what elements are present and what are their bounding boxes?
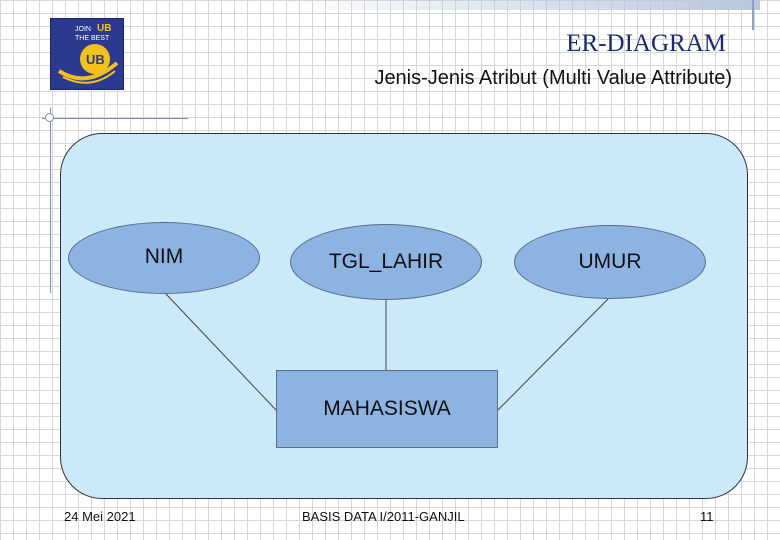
attribute-nim-label: NIM <box>144 245 184 268</box>
footer-date: 24 Mei 2021 <box>64 509 136 524</box>
attribute-tgl-lahir: TGL_LAHIR <box>290 224 482 300</box>
logo-mark: UB <box>86 52 105 67</box>
header-divider-line <box>752 0 754 30</box>
attribute-umur: UMUR <box>514 225 706 299</box>
decorative-horizontal-line <box>42 118 188 119</box>
decorative-vertical-line <box>50 108 51 293</box>
entity-mahasiswa: MAHASISWA <box>276 370 498 448</box>
logo-text-join: JOIN <box>75 26 91 33</box>
footer-page-number: 11 <box>700 509 714 524</box>
attribute-umur-label: UMUR <box>578 250 642 273</box>
decorative-circle <box>45 113 54 122</box>
logo-text-ub: UB <box>97 23 111 34</box>
header-gradient-bar <box>290 0 760 10</box>
footer-course: BASIS DATA I/2011-GANJIL <box>302 509 465 524</box>
slide-subtitle: Jenis-Jenis Atribut (Multi Value Attribu… <box>374 67 732 89</box>
university-logo: JOIN UB THE BEST UB <box>50 18 124 90</box>
slide-title: ER-DIAGRAM <box>566 30 726 57</box>
attribute-nim: NIM <box>68 222 260 294</box>
logo-text-the-best: THE BEST <box>75 35 110 42</box>
entity-mahasiswa-label: MAHASISWA <box>323 397 451 420</box>
attribute-tgl-lahir-label: TGL_LAHIR <box>328 250 444 273</box>
